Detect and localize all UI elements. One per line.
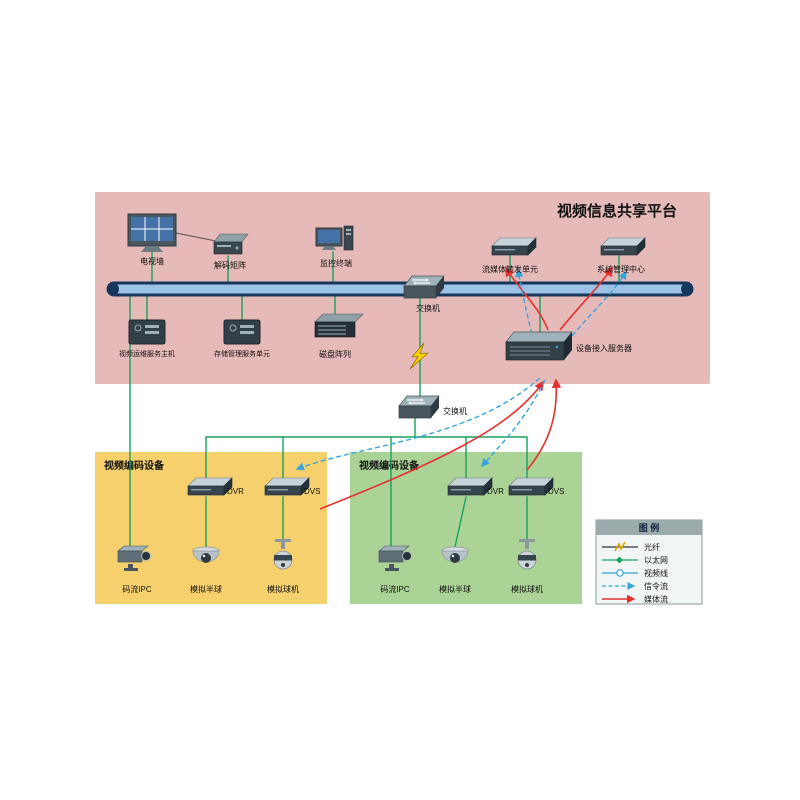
legend-title: 图 例 bbox=[639, 522, 660, 533]
ball-left-label: 模拟球机 bbox=[267, 584, 299, 594]
access-server-icon bbox=[505, 331, 573, 361]
switch-bottom-label: 交换机 bbox=[443, 406, 467, 416]
ball-right-icon bbox=[517, 539, 537, 570]
dvs-left-icon bbox=[264, 477, 310, 496]
dome-right-label: 模拟半球 bbox=[439, 584, 471, 594]
tv-wall-icon bbox=[127, 213, 177, 252]
ipc-right-icon bbox=[378, 545, 412, 571]
ops-host-label: 视频运维服务主机 bbox=[119, 349, 175, 358]
decoder-matrix-label: 解码矩阵 bbox=[214, 260, 246, 270]
ball-right-label: 模拟球机 bbox=[511, 584, 543, 594]
decoder-matrix-icon bbox=[213, 233, 249, 255]
legend-ethernet-node-icon bbox=[615, 556, 624, 564]
stream-unit-icon bbox=[491, 237, 537, 256]
dvr-right-icon bbox=[447, 477, 493, 496]
access-server-label: 设备接入服务器 bbox=[576, 343, 632, 353]
tvwall-decoder-link bbox=[175, 232, 217, 242]
mgmt-center-label: 系统管理中心 bbox=[597, 264, 645, 274]
encoder-zone-left bbox=[95, 452, 327, 604]
stream-unit-label: 流媒体转发单元 bbox=[482, 264, 538, 274]
diagram-title: 视频信息共享平台 bbox=[557, 202, 677, 220]
ipc-right-label: 码流IPC bbox=[380, 584, 410, 594]
dvs-right-icon bbox=[508, 477, 554, 496]
monitor-terminal-icon bbox=[315, 225, 354, 251]
dome-left-label: 模拟半球 bbox=[190, 584, 222, 594]
ethernet-links bbox=[129, 232, 620, 550]
ops-host-icon bbox=[128, 319, 166, 345]
mgmt-center-icon bbox=[600, 237, 646, 256]
switch-top-label: 交换机 bbox=[416, 303, 440, 313]
signal-stream-arrows bbox=[295, 268, 627, 471]
backbone-bus bbox=[106, 281, 694, 297]
switch-top-icon bbox=[403, 275, 445, 299]
legend-video-label: 视频线 bbox=[644, 568, 668, 578]
ball-left-icon bbox=[273, 539, 293, 570]
disk-array-icon bbox=[314, 313, 364, 338]
ipc-left-label: 码流IPC bbox=[122, 584, 152, 594]
disk-array-label: 磁盘阵列 bbox=[319, 349, 351, 359]
legend-ethernet-label: 以太网 bbox=[644, 555, 668, 565]
switch-bottom-icon bbox=[398, 395, 440, 419]
dome-right-icon bbox=[441, 546, 469, 563]
tv-wall-label: 电视墙 bbox=[140, 256, 164, 266]
dvr-right-label: DVR bbox=[487, 487, 504, 496]
monitor-terminal-label: 监控终端 bbox=[320, 258, 352, 268]
dvr-left-icon bbox=[187, 477, 233, 496]
legend-header bbox=[596, 520, 702, 535]
storage-unit-label: 存储管理服务单元 bbox=[214, 349, 270, 358]
media-stream-arrows bbox=[319, 266, 613, 510]
dvr-left-label: DVR bbox=[227, 487, 244, 496]
storage-unit-icon bbox=[223, 319, 261, 345]
dome-left-icon bbox=[192, 546, 220, 563]
legend-media-label: 媒体流 bbox=[644, 594, 668, 604]
legend-video-node-icon bbox=[616, 569, 624, 577]
ipc-left-icon bbox=[117, 545, 151, 571]
dvs-left-label: DVS bbox=[304, 487, 320, 496]
encoder-zone-left-title: 视频编码设备 bbox=[104, 459, 165, 472]
legend-fiber-bolt-icon bbox=[614, 541, 626, 552]
fiber-lightning-icon bbox=[409, 342, 429, 370]
encoder-zone-right-title: 视频编码设备 bbox=[359, 459, 420, 472]
dvs-right-label: DVS bbox=[548, 487, 564, 496]
legend-signal-label: 信令流 bbox=[644, 581, 668, 591]
legend: 图 例 光纤 以太网 视频线 信令流 媒体流 bbox=[595, 519, 703, 605]
legend-fiber-label: 光纤 bbox=[644, 542, 660, 552]
